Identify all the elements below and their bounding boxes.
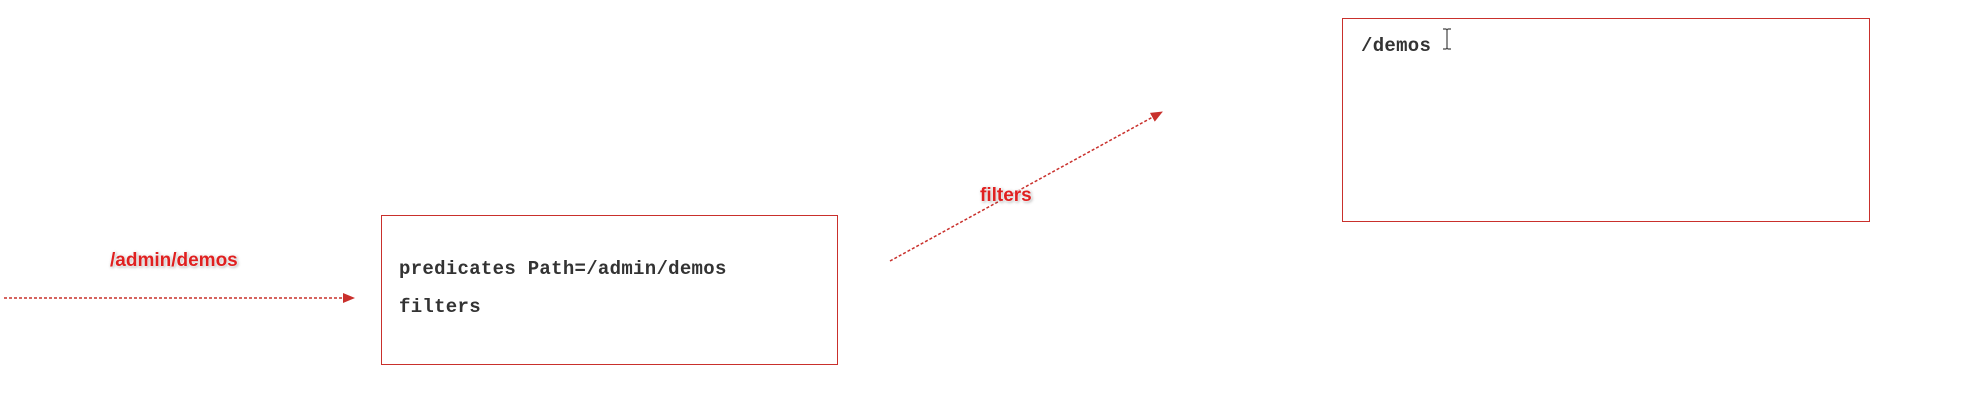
filters-arrow-label: filters (980, 185, 1032, 206)
filters-text: filters (399, 296, 481, 318)
predicates-text: predicates Path=/admin/demos (399, 258, 727, 280)
gateway-route-box: predicates Path=/admin/demos filters (381, 215, 838, 365)
target-path-box[interactable]: /demos (1342, 18, 1870, 222)
incoming-request-label: /admin/demos (110, 250, 238, 271)
text-cursor-icon (1443, 28, 1451, 50)
filter-forward-arrow (889, 111, 1163, 262)
target-path-text: /demos (1361, 35, 1432, 57)
